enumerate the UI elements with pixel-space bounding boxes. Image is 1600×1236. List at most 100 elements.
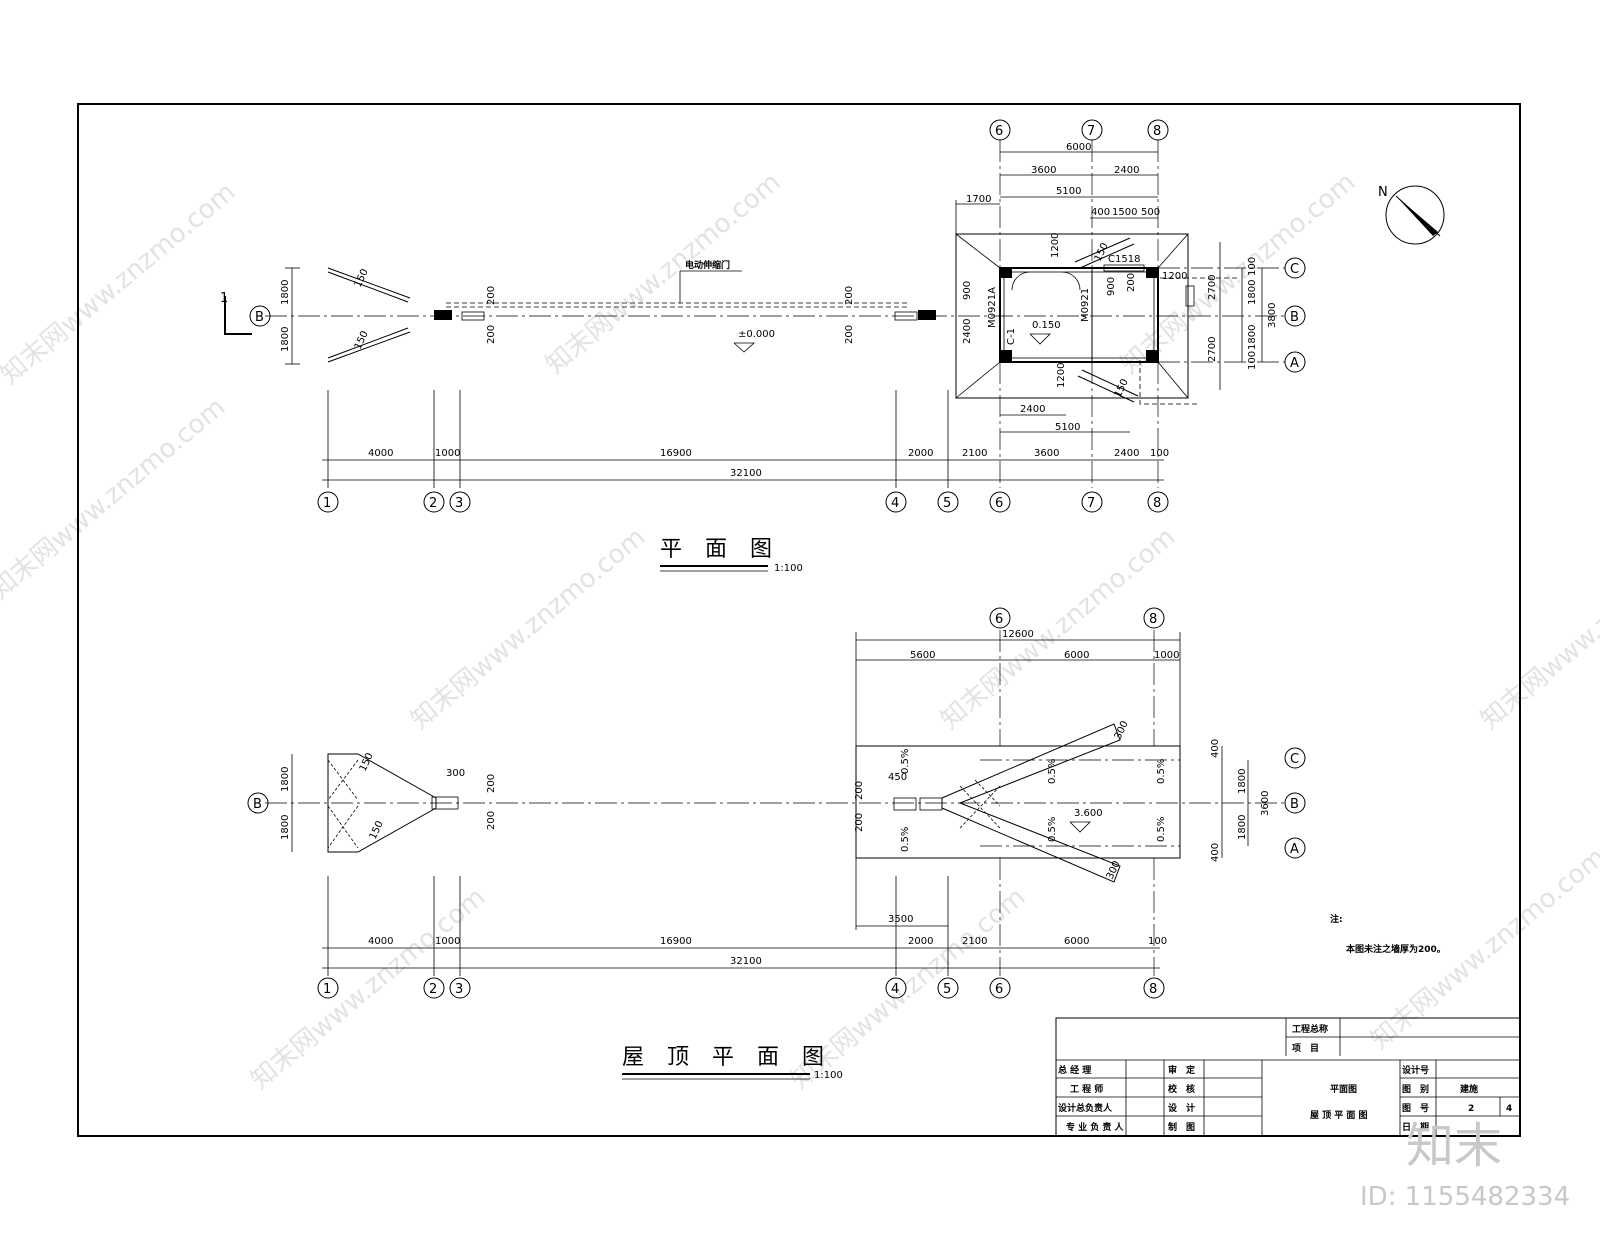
svg-text:150: 150 [353, 267, 371, 289]
svg-text:32100: 32100 [730, 956, 762, 967]
canopy-v [327, 753, 437, 853]
watermark-layer: 知末网www.znzmo.com 知末网www.znzmo.com 知末网www… [0, 167, 1600, 1095]
svg-text:1: 1 [323, 982, 331, 997]
svg-text:200: 200 [486, 811, 497, 830]
gate-wing [327, 267, 411, 299]
svg-text:32100: 32100 [730, 468, 762, 479]
svg-text:日 期: 日 期 [1402, 1121, 1429, 1133]
svg-text:4000: 4000 [368, 448, 393, 459]
svg-text:8: 8 [1149, 612, 1157, 627]
window [1185, 285, 1195, 307]
svg-text:制 图: 制 图 [1168, 1121, 1195, 1133]
svg-text:1: 1 [220, 291, 228, 306]
plan-axis-bubbles: 1 2 3 4 5 6 7 8 6 7 8 B C B A [249, 119, 1306, 513]
svg-text:1800: 1800 [280, 815, 291, 840]
svg-text:100: 100 [1247, 351, 1258, 370]
svg-text:1700: 1700 [966, 194, 991, 205]
svg-text:100: 100 [1148, 936, 1167, 947]
svg-text:6: 6 [995, 496, 1003, 511]
svg-text:300: 300 [446, 768, 465, 779]
svg-text:1000: 1000 [1154, 650, 1179, 661]
north-arrow: N [1378, 185, 1445, 245]
svg-text:400: 400 [1091, 207, 1110, 218]
svg-text:5: 5 [943, 982, 951, 997]
gate-wing [327, 331, 411, 363]
svg-text:0.5%: 0.5% [1047, 817, 1058, 842]
svg-text:A: A [1290, 356, 1299, 371]
svg-text:注:: 注: [1330, 913, 1343, 925]
watermark: 知末网www.znzmo.com [1475, 522, 1600, 735]
svg-text:屋 顶 平 面 图: 屋 顶 平 面 图 [1310, 1110, 1368, 1121]
svg-text:7: 7 [1087, 124, 1095, 139]
svg-text:400: 400 [1210, 739, 1221, 758]
svg-text:1800: 1800 [280, 767, 291, 792]
watermark: 知末网www.znzmo.com [935, 522, 1181, 735]
column [1000, 268, 1012, 278]
svg-text:400: 400 [1210, 843, 1221, 862]
svg-text:1800: 1800 [280, 280, 291, 305]
plan-title: 平 面 图 [660, 537, 780, 562]
roof-outline [855, 745, 1181, 859]
svg-text:0.5%: 0.5% [900, 749, 911, 774]
gate-post [434, 310, 452, 320]
svg-text:±0.000: ±0.000 [738, 329, 775, 340]
column [1146, 268, 1158, 278]
svg-text:1500: 1500 [1112, 207, 1137, 218]
svg-text:M0921: M0921 [1080, 288, 1091, 322]
svg-text:1000: 1000 [435, 936, 460, 947]
svg-text:A: A [1290, 842, 1299, 857]
svg-text:校 核: 校 核 [1168, 1083, 1195, 1095]
svg-text:8: 8 [1153, 496, 1161, 511]
svg-text:150: 150 [1113, 377, 1131, 399]
section-mark [224, 296, 252, 335]
canopy-outline [955, 233, 1189, 399]
svg-text:B: B [1290, 797, 1299, 812]
column [1146, 350, 1158, 362]
svg-text:2700: 2700 [1207, 275, 1218, 300]
svg-text:M0921A: M0921A [987, 287, 998, 328]
door-swing [1061, 271, 1081, 291]
image-id: ID: 1155482334 [1360, 1182, 1570, 1212]
svg-text:1: 1 [323, 496, 331, 511]
svg-text:3.600: 3.600 [1074, 808, 1103, 819]
roof-beams [941, 723, 1121, 883]
svg-text:200: 200 [844, 286, 855, 305]
roof-plan-title: 屋 顶 平 面 图 [622, 1045, 832, 1070]
svg-text:5: 5 [943, 496, 951, 511]
roof-plan: 150 150 300 200 200 1800 1800 0.5% 0.5% … [265, 629, 1285, 1081]
svg-text:2100: 2100 [962, 448, 987, 459]
gate-label: 电动伸缩门 [685, 259, 730, 271]
svg-text:2700: 2700 [1207, 337, 1218, 362]
roof-axis-bubbles: 1 2 3 4 5 6 8 6 8 B C B A [247, 607, 1306, 999]
svg-text:2400: 2400 [1114, 165, 1139, 176]
svg-text:0.150: 0.150 [1032, 320, 1061, 331]
svg-text:6000: 6000 [1064, 936, 1089, 947]
svg-text:8: 8 [1149, 982, 1157, 997]
svg-text:200: 200 [486, 774, 497, 793]
svg-text:1:100: 1:100 [814, 1070, 843, 1081]
svg-text:200: 200 [854, 781, 865, 800]
svg-text:本图未注之墙厚为200。: 本图未注之墙厚为200。 [1346, 943, 1446, 955]
svg-text:4: 4 [891, 496, 899, 511]
svg-text:图 别: 图 别 [1402, 1083, 1429, 1095]
svg-text:6: 6 [995, 982, 1003, 997]
svg-text:建施: 建施 [1460, 1083, 1478, 1095]
gate-post [918, 310, 936, 320]
title-block: 工程总称 项 目 总 经 理 工 程 师 设计总负责人 专 业 负 责 人 审 … [1055, 1017, 1521, 1137]
svg-text:工程总称: 工程总称 [1292, 1023, 1328, 1035]
svg-text:2100: 2100 [962, 936, 987, 947]
svg-text:0.5%: 0.5% [900, 827, 911, 852]
svg-text:4: 4 [1506, 1104, 1512, 1114]
watermark: 知末网www.znzmo.com [405, 522, 651, 735]
svg-text:7: 7 [1087, 496, 1095, 511]
svg-text:900: 900 [962, 281, 973, 300]
svg-text:3600: 3600 [1031, 165, 1056, 176]
svg-text:3800: 3800 [1267, 303, 1278, 328]
svg-text:B: B [253, 797, 262, 812]
svg-text:0.5%: 0.5% [1156, 759, 1167, 784]
svg-text:1200: 1200 [1056, 363, 1067, 388]
svg-text:3: 3 [455, 496, 463, 511]
svg-text:2400: 2400 [962, 319, 973, 344]
svg-text:500: 500 [1141, 207, 1160, 218]
